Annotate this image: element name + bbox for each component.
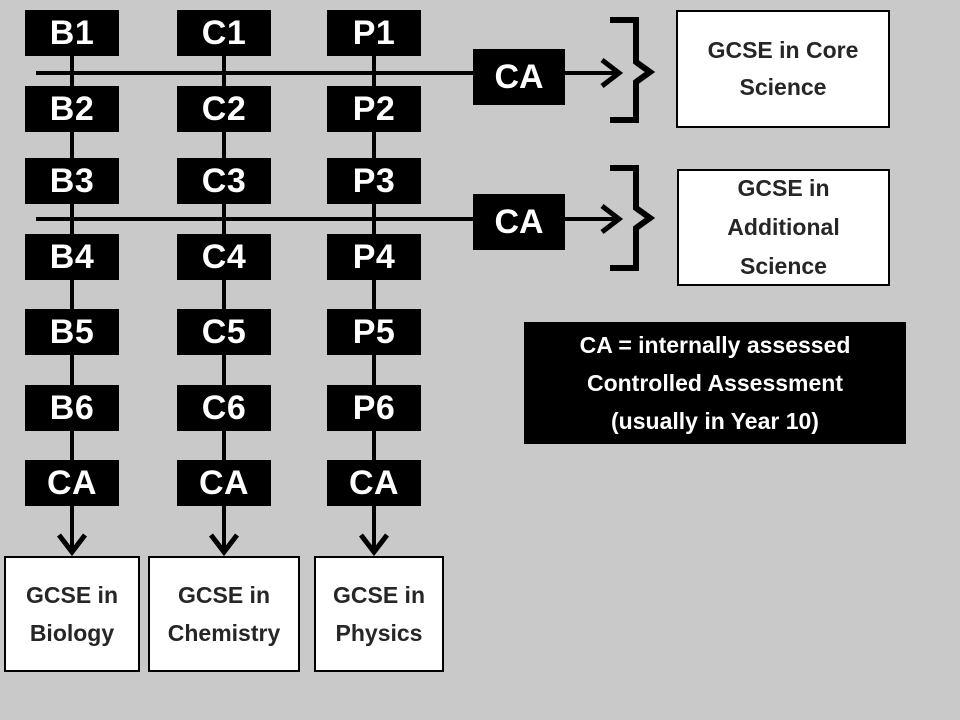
- additional-science-line-3: Science: [740, 253, 827, 279]
- additional-ca-box: CA: [473, 194, 565, 250]
- module-physics-ca: CA: [327, 460, 421, 506]
- chemistry-arrowhead: [209, 533, 239, 557]
- core-ca-box: CA: [473, 49, 565, 105]
- module-p1: P1: [327, 10, 421, 56]
- physics-outcome-line-1: GCSE in: [332, 582, 425, 608]
- module-chemistry-ca: CA: [177, 460, 271, 506]
- additional-arrowhead: [600, 204, 624, 234]
- module-c3: C3: [177, 158, 271, 204]
- module-p3: P3: [327, 158, 421, 204]
- module-c1: C1: [177, 10, 271, 56]
- module-p4: P4: [327, 234, 421, 280]
- module-b5: B5: [25, 309, 119, 355]
- biology-outcome-line-2: Biology: [29, 620, 115, 646]
- module-p5: P5: [327, 309, 421, 355]
- module-p2: P2: [327, 86, 421, 132]
- additional-science-line-2: Additional: [727, 214, 840, 240]
- physics-arrowhead: [359, 533, 389, 557]
- module-c5: C5: [177, 309, 271, 355]
- core-arrowhead: [600, 58, 624, 88]
- biology-outcome-line-1: GCSE in: [25, 582, 118, 608]
- module-b1: B1: [25, 10, 119, 56]
- core-science-line-2: Science: [739, 74, 827, 100]
- key-line-1: CA = internally assessed: [579, 332, 851, 358]
- key-line-3: (usually in Year 10): [611, 408, 819, 434]
- physics-outcome-line-2: Physics: [335, 620, 423, 646]
- module-b3: B3: [25, 158, 119, 204]
- physics-outcome: GCSE in Physics: [314, 556, 444, 672]
- module-biology-ca: CA: [25, 460, 119, 506]
- module-b2: B2: [25, 86, 119, 132]
- biology-outcome: GCSE in Biology: [4, 556, 140, 672]
- key-line-2: Controlled Assessment: [586, 370, 844, 396]
- additional-science-line-1: GCSE in: [737, 175, 830, 201]
- module-b4: B4: [25, 234, 119, 280]
- core-science-outcome: GCSE in Core Science: [676, 10, 890, 128]
- module-c6: C6: [177, 385, 271, 431]
- additional-brace: [610, 165, 656, 271]
- module-p6: P6: [327, 385, 421, 431]
- module-c2: C2: [177, 86, 271, 132]
- ca-definition-box: CA = internally assessed Controlled Asse…: [524, 322, 906, 444]
- chemistry-outcome: GCSE in Chemistry: [148, 556, 300, 672]
- biology-arrowhead: [57, 533, 87, 557]
- core-brace: [610, 17, 656, 123]
- chemistry-outcome-line-2: Chemistry: [167, 620, 281, 646]
- core-science-line-1: GCSE in Core: [707, 37, 859, 63]
- additional-science-outcome: GCSE in Additional Science: [677, 169, 890, 286]
- chemistry-outcome-line-1: GCSE in: [177, 582, 270, 608]
- module-c4: C4: [177, 234, 271, 280]
- module-b6: B6: [25, 385, 119, 431]
